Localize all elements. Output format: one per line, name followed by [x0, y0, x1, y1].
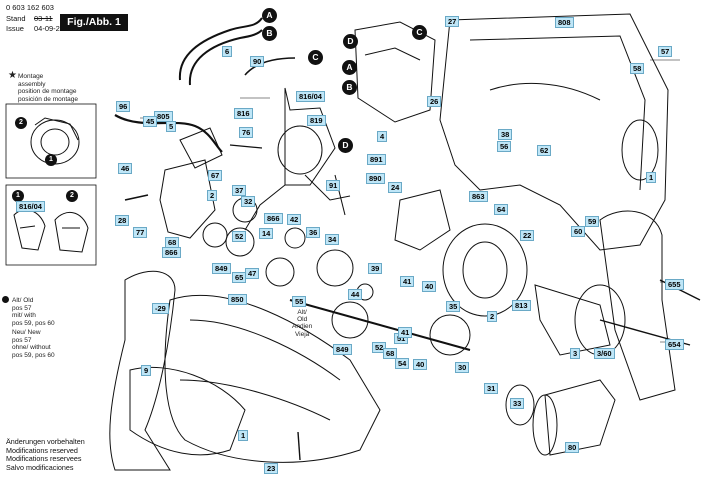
- part-label: 849: [333, 344, 352, 355]
- step-1-icon-b: 1: [12, 190, 24, 202]
- part-label: 91: [326, 180, 341, 191]
- part-label: 23: [264, 463, 279, 474]
- part-label: 2: [207, 190, 218, 201]
- callout-a: A: [262, 8, 277, 23]
- part-label: 77: [133, 227, 148, 238]
- part-label: 22: [520, 230, 535, 241]
- part-label: 33: [510, 398, 525, 409]
- part-label: 654: [665, 339, 684, 350]
- step-2-icon-b: 2: [66, 190, 78, 202]
- part-label: 24: [388, 182, 403, 193]
- part-label: 67: [208, 170, 223, 181]
- part-label: 655: [665, 279, 684, 290]
- part-label: 54: [395, 358, 410, 369]
- part-label: 41: [400, 276, 415, 287]
- assembly-note: Montage assembly position de montage pos…: [18, 73, 78, 103]
- part-label: 39: [368, 263, 383, 274]
- part-label: 1: [238, 430, 249, 441]
- part-label: 28: [115, 215, 130, 226]
- part-label: 47: [245, 268, 260, 279]
- part-label: 59: [585, 216, 600, 227]
- part-label: 40: [413, 359, 428, 370]
- part-label: 60: [571, 226, 586, 237]
- part-label: 52: [232, 231, 247, 242]
- part-label: 816: [234, 108, 253, 119]
- step-2-icon: 2: [15, 117, 27, 129]
- part-label: 863: [469, 191, 488, 202]
- issue-label: Issue: [6, 24, 24, 33]
- part-label: 819: [307, 115, 326, 126]
- part-label: 813: [512, 300, 531, 311]
- part-label: 816/04: [296, 91, 325, 102]
- part-label: 35: [446, 301, 461, 312]
- part-label: 52: [372, 342, 387, 353]
- part-label: 2: [487, 311, 498, 322]
- stand-label: Stand: [6, 14, 26, 23]
- footer-note: Änderungen vorbehalten Modifications res…: [6, 437, 85, 472]
- part-label: 46: [118, 163, 133, 174]
- callout-d: D: [338, 138, 353, 153]
- callout-b-2: B: [342, 80, 357, 95]
- figure-label: Fig./Abb. 1: [60, 14, 128, 31]
- part-label: 40: [422, 281, 437, 292]
- part-label: 62: [537, 145, 552, 156]
- part-label: 31: [484, 383, 499, 394]
- part-label: 45: [143, 116, 158, 127]
- assembly-marker: ★: [8, 70, 17, 81]
- alt-bullet: [2, 296, 9, 303]
- part-label: -29: [152, 303, 169, 314]
- part-label: 58: [630, 63, 645, 74]
- part-label: 14: [259, 228, 274, 239]
- part-label: 891: [367, 154, 386, 165]
- part-label: 32: [241, 196, 256, 207]
- callout-a-2: A: [342, 60, 357, 75]
- part-label: 96: [116, 101, 131, 112]
- part-label: 56: [497, 141, 512, 152]
- part-label: 38: [498, 129, 513, 140]
- part-label: 850: [228, 294, 247, 305]
- part-label: 42: [287, 214, 302, 225]
- part-label: 64: [494, 204, 509, 215]
- part-label: 90: [250, 56, 265, 67]
- part-label: 34: [325, 234, 340, 245]
- callout-c: C: [308, 50, 323, 65]
- part-label: 57: [658, 46, 673, 57]
- part-label: 1: [646, 172, 657, 183]
- callout-c-2: C: [412, 25, 427, 40]
- part-label: 30: [455, 362, 470, 373]
- part-label: 866: [264, 213, 283, 224]
- part-label: 866: [162, 247, 181, 258]
- stand-date: 03-11: [34, 14, 53, 23]
- part-label: 37: [232, 185, 247, 196]
- part-label: 36: [306, 227, 321, 238]
- part-number: 0 603 162 603: [6, 3, 54, 12]
- part-label: 76: [239, 127, 254, 138]
- part-label: 44: [348, 289, 363, 300]
- part-label: 3: [570, 348, 581, 359]
- callout-d-2: D: [343, 34, 358, 49]
- part-label: 68: [383, 348, 398, 359]
- part-label: 890: [366, 173, 385, 184]
- callout-b: B: [262, 26, 277, 41]
- issue-date: 04-09-23: [34, 24, 65, 33]
- part-label: 27: [445, 16, 460, 27]
- part-label: 808: [555, 17, 574, 28]
- part-label: 9: [141, 365, 152, 376]
- part-label: 816/04: [16, 201, 45, 212]
- part-label: 4: [377, 131, 388, 142]
- part-label: 80: [565, 442, 580, 453]
- part-label: 55: [292, 296, 307, 307]
- part-label: 849: [212, 263, 231, 274]
- step-1-icon: 1: [45, 154, 57, 166]
- part-label: 6: [222, 46, 233, 57]
- part-label: 26: [427, 96, 442, 107]
- part-label: 5: [166, 121, 177, 132]
- part-label: 3/60: [594, 348, 615, 359]
- part-label: 41: [398, 327, 413, 338]
